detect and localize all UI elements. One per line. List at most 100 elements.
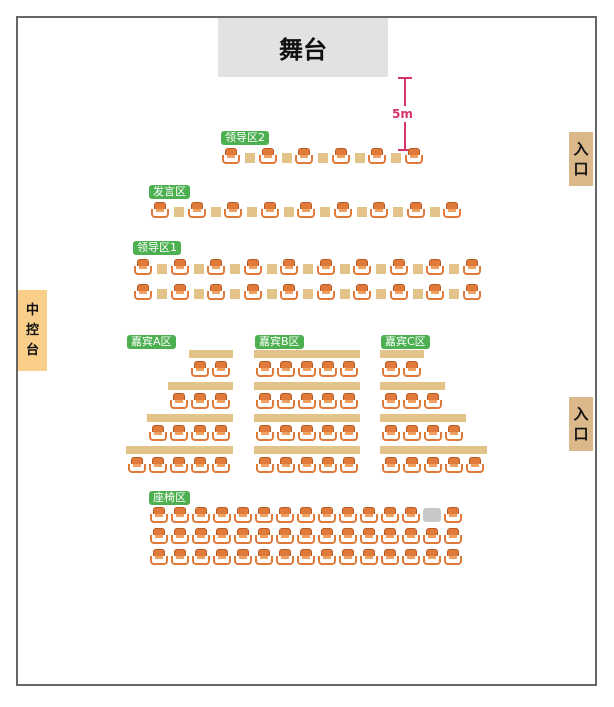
chair-seat xyxy=(333,209,352,218)
chair-seat xyxy=(443,209,461,218)
seating-chair xyxy=(444,528,462,544)
chair-seat xyxy=(256,464,274,473)
guest-b-chair xyxy=(256,425,274,441)
chair-seat xyxy=(170,291,189,300)
control-label-1: 中 xyxy=(25,302,39,318)
chair-seat xyxy=(298,432,316,441)
leader1-row1-chair xyxy=(280,259,298,275)
chair-seat xyxy=(316,266,335,275)
seating-chair xyxy=(381,549,399,565)
leader1-row2-chair xyxy=(389,284,408,300)
chair-seat xyxy=(222,155,240,164)
chair-seat xyxy=(224,209,242,218)
chair-seat xyxy=(258,155,277,164)
leader1-row2-side-table xyxy=(303,289,313,299)
control-label-2: 控 xyxy=(25,322,39,338)
leader1-row1-chair xyxy=(243,259,262,275)
chair-seat xyxy=(213,535,231,544)
chair-seat xyxy=(150,535,168,544)
seating-chair xyxy=(213,528,231,544)
guest-b-chair xyxy=(298,425,316,441)
entrance-top: 入 口 xyxy=(569,132,593,186)
chair-seat xyxy=(297,535,315,544)
leader1-row1-side-table xyxy=(230,264,240,274)
seating-chair xyxy=(381,507,399,523)
leader1-row1-side-table xyxy=(449,264,459,274)
seating-chair xyxy=(234,549,252,565)
chair-seat xyxy=(402,514,420,523)
chair-seat xyxy=(277,464,295,473)
leader1-row2-side-table xyxy=(339,289,350,299)
leader1-row2-chair xyxy=(426,284,444,300)
seating-chair xyxy=(150,549,168,565)
leader1-row1-chair xyxy=(316,259,335,275)
leader1-row1-side-table xyxy=(303,264,313,274)
guest-b-desk xyxy=(254,350,360,358)
chair-seat xyxy=(234,514,252,523)
chair-seat xyxy=(150,556,168,565)
seating-chair-empty xyxy=(423,507,441,523)
stage-label: 舞台 xyxy=(279,36,327,64)
leader1-row1-chair xyxy=(170,259,189,275)
chair-seat xyxy=(128,464,146,473)
guest-b-chair xyxy=(298,393,316,409)
chair-seat xyxy=(276,535,294,544)
zone-tag-seating: 座椅区 xyxy=(149,491,190,505)
seating-chair xyxy=(339,549,357,565)
leader2-side-table xyxy=(318,153,328,163)
zone-tag-guest-b: 嘉宾B区 xyxy=(255,335,304,349)
distance-label: 5m xyxy=(390,106,415,122)
zone-tag-guest-a: 嘉宾A区 xyxy=(127,335,176,349)
seating-chair xyxy=(402,507,420,523)
seating-chair xyxy=(150,507,168,523)
guest-b-chair xyxy=(340,361,358,377)
entrance-bottom-label-2: 口 xyxy=(573,425,589,443)
seating-chair xyxy=(171,507,189,523)
guest-b-chair xyxy=(319,393,337,409)
chair-seat xyxy=(339,514,357,523)
speaker-chair xyxy=(370,202,388,218)
speaker-chair xyxy=(406,202,425,218)
guest-c-desk xyxy=(380,446,487,454)
chair-seat xyxy=(340,400,358,409)
chair-seat xyxy=(277,368,295,377)
control-desk: 中 控 台 xyxy=(18,290,47,371)
chair-seat xyxy=(207,266,225,275)
guest-a-desk xyxy=(126,446,233,454)
leader1-row2-chair xyxy=(243,284,262,300)
seating-chair xyxy=(192,549,210,565)
guest-a-chair xyxy=(170,425,188,441)
speaker-side-table xyxy=(393,207,403,217)
leader2-chair xyxy=(331,148,350,164)
leader1-row1-side-table xyxy=(157,264,167,274)
chair-seat xyxy=(445,432,463,441)
guest-b-chair xyxy=(277,393,295,409)
seating-chair xyxy=(339,507,357,523)
chair-seat xyxy=(170,464,188,473)
guest-a-chair xyxy=(191,361,209,377)
leader1-row1-side-table xyxy=(412,264,423,274)
chair-seat xyxy=(234,556,252,565)
chair-seat xyxy=(171,514,189,523)
chair-seat xyxy=(297,209,315,218)
leader1-row1-chair xyxy=(426,259,444,275)
chair-seat xyxy=(192,535,210,544)
guest-c-chair xyxy=(424,425,442,441)
guest-a-chair xyxy=(170,393,188,409)
chair-seat xyxy=(368,155,386,164)
chair-seat xyxy=(370,209,388,218)
chair-seat xyxy=(404,155,423,164)
chair-seat xyxy=(382,432,400,441)
speaker-side-table xyxy=(247,207,257,217)
leader1-row2-side-table xyxy=(193,289,204,299)
chair-seat xyxy=(389,291,408,300)
zone-tag-guest-c: 嘉宾C区 xyxy=(381,335,430,349)
chair-seat xyxy=(444,535,462,544)
guest-b-chair xyxy=(298,361,316,377)
distance-marker-bottom-cap xyxy=(398,149,412,151)
venue-floor-frame xyxy=(16,16,597,686)
control-label-3: 台 xyxy=(25,342,39,358)
guest-a-chair xyxy=(191,393,209,409)
seating-chair xyxy=(213,507,231,523)
leader2-side-table xyxy=(281,153,292,163)
